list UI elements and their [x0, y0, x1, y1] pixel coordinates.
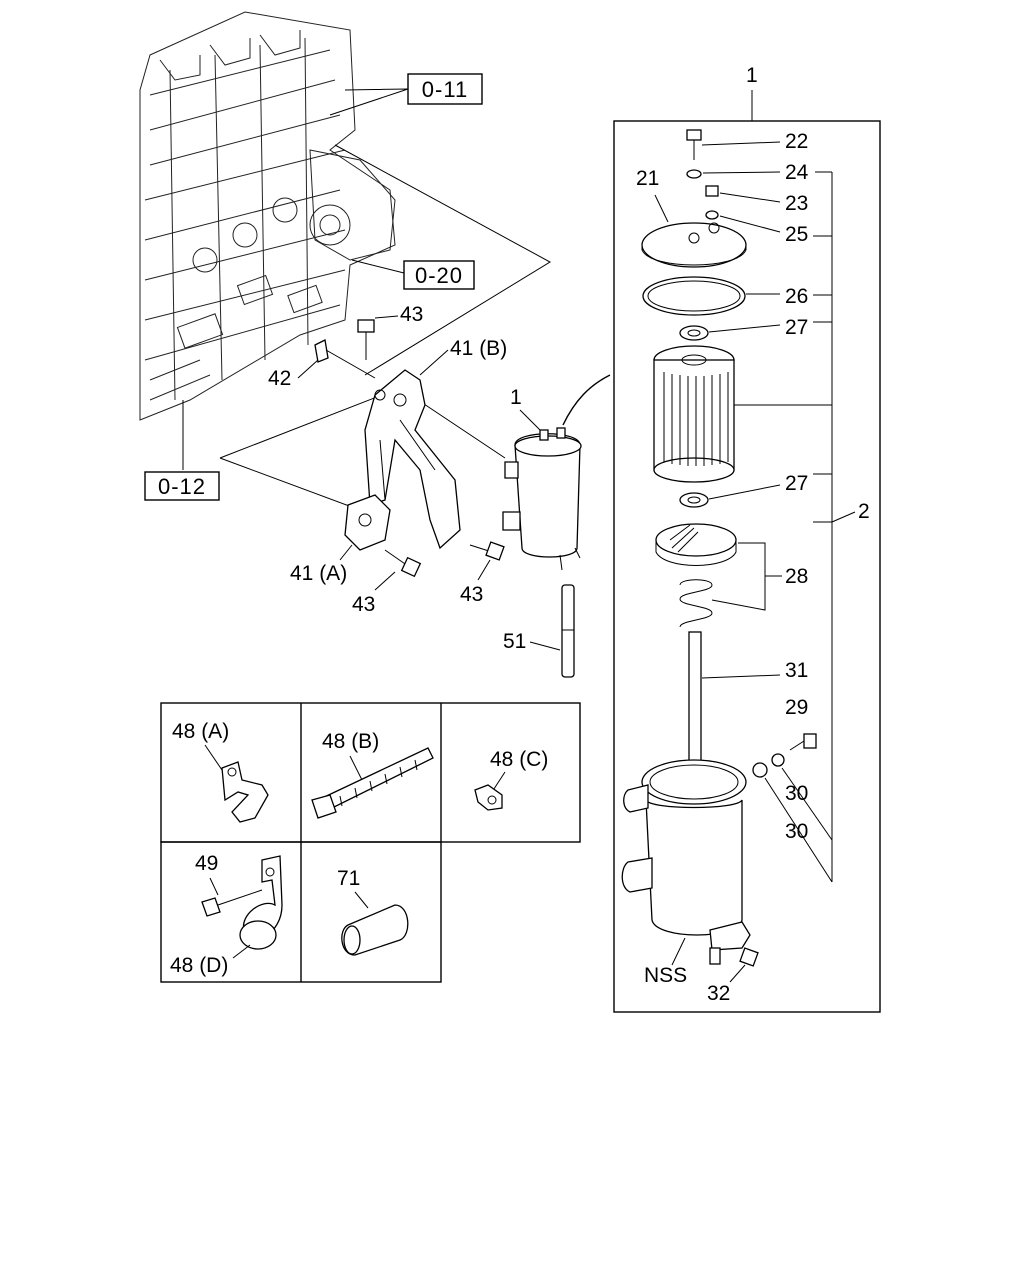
pipe-51 — [561, 584, 575, 678]
bolt-43-lower-left — [384, 549, 422, 578]
reference-box-0-12: 0-12 — [144, 471, 220, 501]
callout-30-upper: 30 — [785, 782, 808, 805]
callout-29: 29 — [785, 696, 808, 719]
callout-51: 51 — [503, 630, 526, 653]
callout-nss: NSS — [644, 964, 687, 987]
left-callouts: 43 41 (B) 42 1 41 (A) 43 43 51 — [268, 303, 561, 653]
callout-43-lower-left: 43 — [352, 593, 375, 616]
filter-assembly-small — [502, 374, 611, 571]
reference-box-0-20: 0-20 — [403, 260, 475, 290]
callout-1-mid: 1 — [510, 386, 522, 409]
callout-42: 42 — [268, 367, 291, 390]
bolt-42 — [314, 339, 376, 379]
reference-label-0-12: 0-12 — [158, 474, 206, 499]
callout-21: 21 — [636, 167, 659, 190]
bracket-41a — [344, 494, 391, 551]
grid-label-48b: 48 (B) — [322, 730, 379, 753]
callout-32: 32 — [707, 982, 730, 1005]
callout-25: 25 — [785, 223, 808, 246]
bolt-43-top — [357, 319, 375, 360]
reference-box-0-11: 0-11 — [407, 73, 483, 105]
callout-28: 28 — [785, 565, 808, 588]
grid-label-49: 49 — [195, 852, 218, 875]
callout-22: 22 — [785, 130, 808, 153]
grid-label-48a: 48 (A) — [172, 720, 229, 743]
callout-24: 24 — [785, 161, 809, 184]
callout-43-lower-right: 43 — [460, 583, 483, 606]
reference-label-0-20: 0-20 — [415, 263, 463, 288]
callout-41a: 41 (A) — [290, 562, 347, 585]
callout-27-upper: 27 — [785, 316, 808, 339]
bolt-43-lower-right — [469, 541, 505, 561]
callout-27-lower: 27 — [785, 472, 808, 495]
callout-26: 26 — [785, 285, 808, 308]
grid-label-71: 71 — [337, 867, 360, 890]
reference-label-0-11: 0-11 — [422, 77, 468, 102]
accessory-grid: 48 (A) 48 (B) 48 (C) 49 48 (D) 71 — [160, 702, 581, 983]
callout-23: 23 — [785, 192, 808, 215]
callout-30-lower: 30 — [785, 820, 808, 843]
callout-41b: 41 (B) — [450, 337, 507, 360]
exploded-filter-panel: 1 2 22 24 23 25 21 26 — [613, 64, 881, 1013]
engine-block — [139, 11, 396, 421]
grid-label-48c: 48 (C) — [490, 748, 548, 771]
grid-label-48d: 48 (D) — [170, 954, 228, 977]
callout-43-top: 43 — [400, 303, 423, 326]
reference-leaders — [182, 88, 552, 511]
callout-1-top: 1 — [746, 64, 758, 87]
callout-2: 2 — [858, 500, 870, 523]
callout-31: 31 — [785, 659, 808, 682]
